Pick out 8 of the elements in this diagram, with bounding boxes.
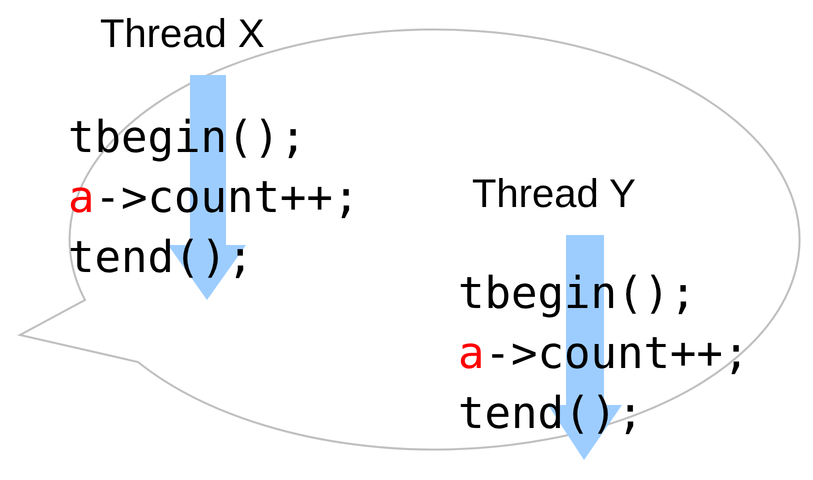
code-line: tbegin(); xyxy=(458,268,696,320)
code-line: tend(); xyxy=(68,232,254,284)
code-line: a->count++; xyxy=(68,172,360,224)
code-line: a->count++; xyxy=(458,328,750,380)
code-line: tbegin(); xyxy=(68,112,306,164)
thread-heading: Thread X xyxy=(100,12,265,56)
code-line: tend(); xyxy=(458,388,644,440)
thread-heading: Thread Y xyxy=(472,172,636,216)
